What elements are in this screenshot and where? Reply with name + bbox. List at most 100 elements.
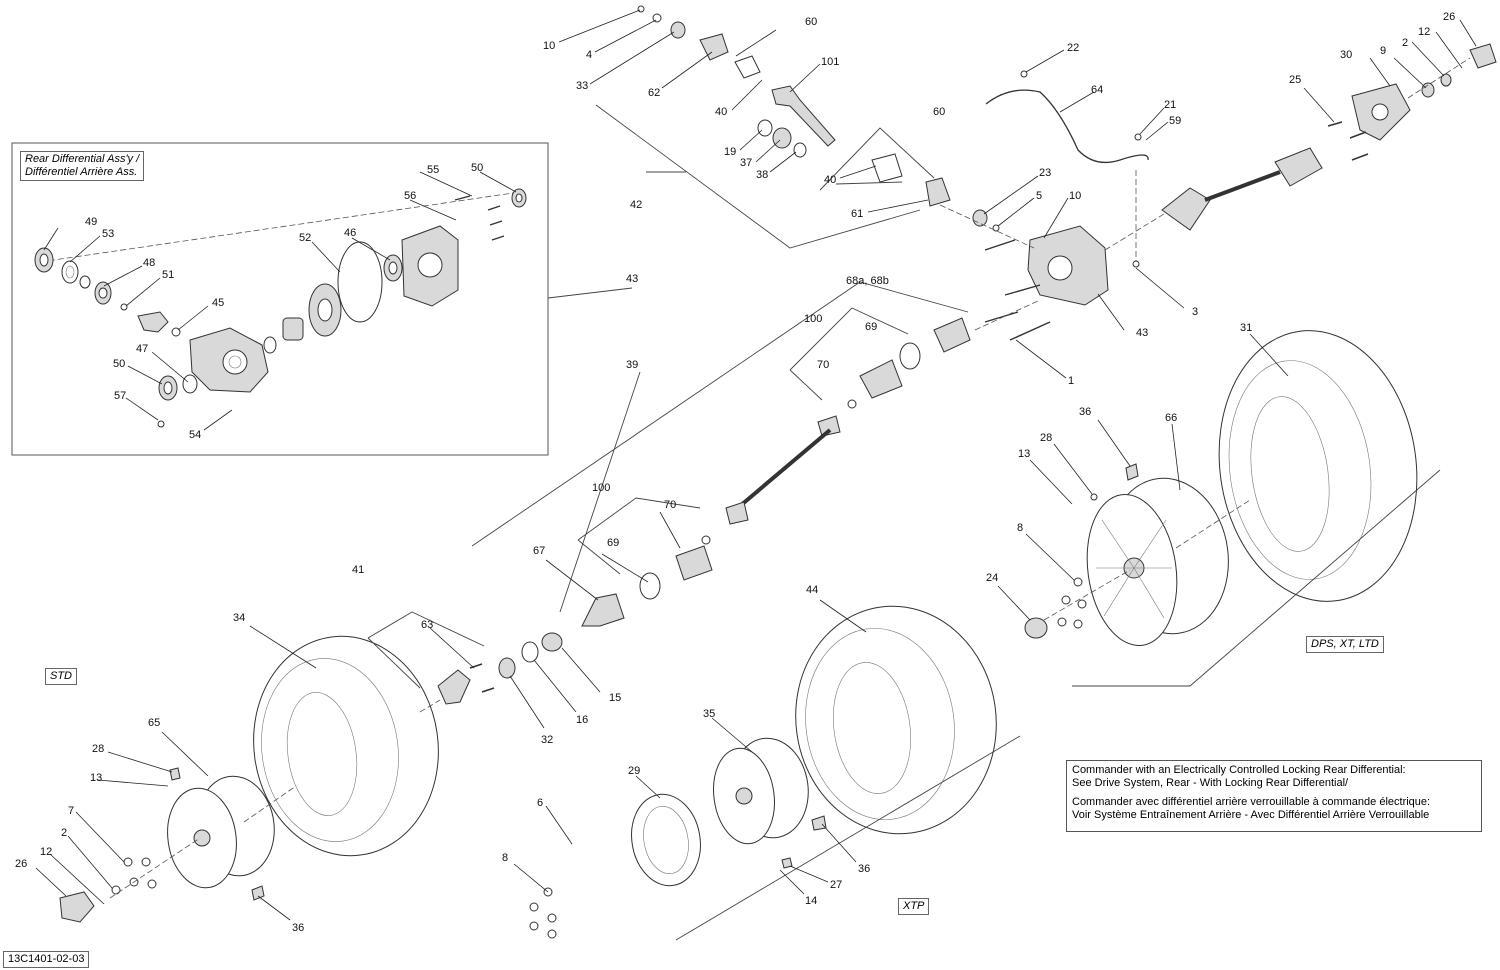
variant-label-std: STD: [45, 668, 77, 685]
callout: 44: [806, 584, 818, 596]
sleeve-68: [933, 317, 971, 353]
callout: 52: [299, 232, 311, 244]
callout: 69: [865, 321, 877, 333]
callout: 12: [1418, 26, 1430, 38]
callout: 15: [609, 692, 621, 704]
yoke-61: [925, 177, 951, 207]
callout: 61: [851, 208, 863, 220]
callout: 62: [648, 87, 660, 99]
spline-gear: [282, 317, 304, 341]
wheel-cap-26: [1469, 43, 1497, 69]
callout: 10: [1069, 190, 1081, 202]
callout: 38: [756, 169, 768, 181]
beadlock-ring-29: [631, 793, 701, 887]
callout: 55: [427, 164, 439, 176]
callout: 63: [421, 619, 433, 631]
callout: 39: [626, 359, 638, 371]
rims: [59, 477, 1229, 923]
callout: 28: [92, 743, 104, 755]
callout: 54: [189, 429, 201, 441]
callout: 13: [90, 772, 102, 784]
callout: 40: [824, 174, 836, 186]
boot-left: [675, 545, 713, 581]
valve-36: [1125, 463, 1139, 481]
callout: 32: [541, 734, 553, 746]
callout: 53: [102, 228, 114, 240]
callout: 33: [576, 80, 588, 92]
variant-label-dps: DPS, XT, LTD: [1306, 636, 1384, 653]
tire-31: [1218, 330, 1418, 602]
callout: 59: [1169, 115, 1181, 127]
callout: 9: [1380, 45, 1386, 57]
center-cap-24: [1024, 617, 1048, 639]
callout: 49: [85, 216, 97, 228]
wheel-cap-26-left: [59, 891, 95, 923]
note-fr-line2: Voir Système Entraînement Arrière - Avec…: [1072, 809, 1430, 821]
callout: 100: [804, 313, 822, 325]
callout: 69: [607, 537, 619, 549]
note-en-line2: See Drive System, Rear - With Locking Re…: [1072, 777, 1349, 789]
callout: 36: [1079, 406, 1091, 418]
yoke-62: [699, 33, 729, 61]
callout: 31: [1240, 322, 1252, 334]
callout: 8: [502, 852, 508, 864]
callout: 12: [40, 846, 52, 858]
callout: 36: [292, 922, 304, 934]
callout: 28: [1040, 432, 1052, 444]
callout: 40: [715, 106, 727, 118]
callout: 56: [404, 190, 416, 202]
callout: 50: [471, 162, 483, 174]
callout: 13: [1018, 448, 1030, 460]
callout: 70: [664, 499, 676, 511]
callout: 7: [68, 805, 74, 817]
callout: 6: [537, 797, 543, 809]
callout: 34: [233, 612, 245, 624]
locking-differential-note: Commander with an Electrically Controlle…: [1066, 760, 1482, 832]
assembly-axes: [109, 57, 1471, 899]
drive-shaft-group: [437, 317, 971, 705]
callout: 60: [805, 16, 817, 28]
tire-34: [253, 635, 439, 857]
callout: 65: [148, 717, 160, 729]
callout: 4: [586, 49, 592, 61]
callout: 50: [113, 358, 125, 370]
rim-66: [1086, 477, 1229, 647]
callout: 36: [858, 863, 870, 875]
hardware: [111, 463, 1139, 939]
callout: 68a, 68b: [846, 275, 889, 287]
callout: 42: [630, 199, 642, 211]
propeller-shaft-group: [637, 5, 1149, 207]
inset-title: Rear Differential Ass'y / Différentiel A…: [20, 151, 145, 181]
callout: 1: [1068, 375, 1074, 387]
callout: 64: [1091, 84, 1103, 96]
cv-joint-right: [1161, 187, 1211, 231]
callout: 24: [986, 572, 998, 584]
variant-label-xtp: XTP: [898, 898, 930, 915]
callout: 100: [592, 482, 610, 494]
callout: 48: [143, 257, 155, 269]
callout: 19: [724, 146, 736, 158]
hub-63: [437, 669, 471, 705]
callout: 29: [628, 765, 640, 777]
callout: 3: [1192, 306, 1198, 318]
slip-yoke-101: [771, 85, 836, 147]
callout: 25: [1289, 74, 1301, 86]
callout: 16: [576, 714, 588, 726]
callout: 35: [703, 708, 715, 720]
callout: 51: [162, 269, 174, 281]
callout: 23: [1039, 167, 1051, 179]
callout: 37: [740, 157, 752, 169]
callout: 46: [344, 227, 356, 239]
rim-35: [713, 737, 809, 845]
inset-title-line2: Différentiel Arrière Ass.: [25, 166, 138, 178]
callout: 26: [1443, 11, 1455, 23]
callout: 27: [830, 879, 842, 891]
callout: 10: [543, 40, 555, 52]
diagram-id: 13C1401-02-03: [3, 951, 90, 968]
callout: 43: [626, 273, 638, 285]
rim-65: [167, 775, 275, 889]
callout: 8: [1017, 522, 1023, 534]
callout: 45: [212, 297, 224, 309]
callout: 57: [114, 390, 126, 402]
